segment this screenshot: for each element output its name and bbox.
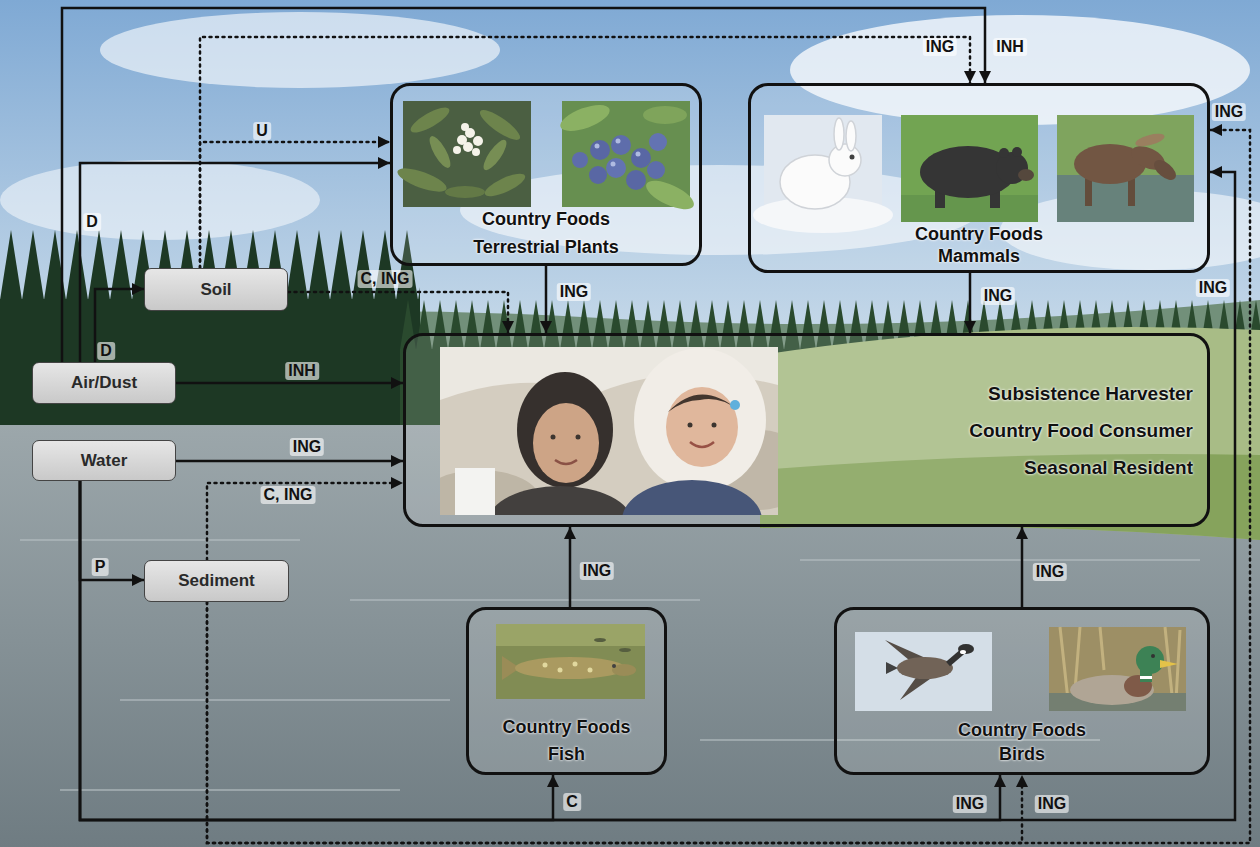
pathway-label: D xyxy=(83,213,101,231)
food-group-box: Country FoodsMammals xyxy=(748,83,1210,273)
pathway-label: ING xyxy=(1212,103,1246,121)
connector xyxy=(969,273,972,333)
pathway-label: ING xyxy=(1033,563,1067,581)
connector xyxy=(80,163,390,362)
node-label: Birds xyxy=(999,742,1045,766)
connector xyxy=(1021,527,1024,607)
connector xyxy=(176,460,403,463)
connector xyxy=(545,266,548,333)
node-label: Air/Dust xyxy=(71,373,137,393)
dotted-connector xyxy=(207,483,403,560)
pathway-label: ING xyxy=(981,287,1015,305)
connector xyxy=(80,481,144,580)
food-group-box: Country FoodsFish xyxy=(466,607,667,775)
pathway-label: ING xyxy=(580,562,614,580)
node-label: Fish xyxy=(548,741,585,768)
medium-box: Soil xyxy=(144,268,288,311)
pathway-label: ING xyxy=(923,38,957,56)
node-label: Country Foods xyxy=(482,205,610,233)
pathway-label: C, ING xyxy=(261,486,316,504)
pathway-label: ING xyxy=(557,283,591,301)
receptor-label: Country Food Consumer xyxy=(969,412,1193,449)
connector xyxy=(176,382,403,385)
pathway-label: C xyxy=(563,793,581,811)
pathway-label: U xyxy=(253,122,271,140)
dotted-connector xyxy=(200,142,390,268)
connector xyxy=(569,527,572,607)
node-label: Country Foods xyxy=(915,223,1043,245)
connector xyxy=(95,289,144,362)
node-label: Sediment xyxy=(178,571,255,591)
pathway-label: D xyxy=(97,342,115,360)
dotted-connector xyxy=(288,292,508,333)
food-group-box: Country FoodsBirds xyxy=(834,607,1210,775)
sky-part xyxy=(0,160,320,240)
node-label: Terrestrial Plants xyxy=(473,233,619,261)
pathway-label: C, ING xyxy=(358,270,413,288)
pathway-label: ING xyxy=(290,438,324,456)
node-label: Water xyxy=(81,451,128,471)
pathway-label: ING xyxy=(953,795,987,813)
node-label: Soil xyxy=(200,280,231,300)
medium-box: Water xyxy=(32,440,176,481)
receptor-label: Subsistence Harvester xyxy=(988,375,1193,412)
food-group-box: Country FoodsTerrestrial Plants xyxy=(390,83,702,266)
pathway-label: INH xyxy=(285,362,319,380)
pathway-label: ING xyxy=(1035,795,1069,813)
medium-box: Sediment xyxy=(144,560,289,602)
sky-part xyxy=(100,12,500,88)
node-label: Country Foods xyxy=(958,718,1086,742)
medium-box: Air/Dust xyxy=(32,362,176,404)
receptor-box: Subsistence HarvesterCountry Food Consum… xyxy=(403,333,1210,527)
pathway-label: ING xyxy=(1196,279,1230,297)
node-label: Mammals xyxy=(938,245,1020,267)
node-label: Country Foods xyxy=(503,714,631,741)
pathway-label: P xyxy=(92,558,109,576)
pathway-label: INH xyxy=(993,38,1027,56)
receptor-label: Seasonal Resident xyxy=(1024,449,1193,486)
